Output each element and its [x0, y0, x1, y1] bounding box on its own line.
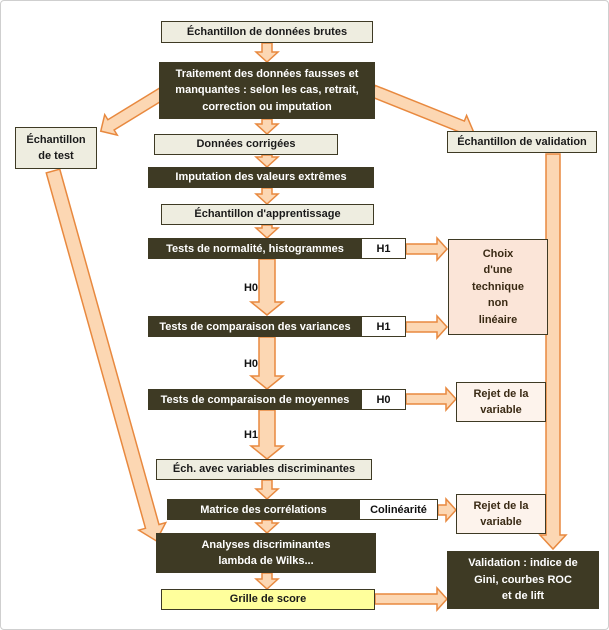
- arrow-grille-to-validation: [374, 586, 449, 612]
- arrow-validation-sample-to-validation: [538, 153, 568, 551]
- box-treatment: Traitement des données fausses et manqua…: [159, 62, 375, 119]
- label-h1-variances: H1: [361, 317, 405, 336]
- box-imputation: Imputation des valeurs extrêmes: [148, 167, 374, 188]
- box-means-tests: Tests de comparaison de moyennes: [149, 390, 361, 409]
- box-test-sample: Échantillon de test: [15, 127, 97, 169]
- box-reject-variable-2: Rejet de la variable: [456, 494, 546, 534]
- label-h0-branch-1: H0: [244, 282, 258, 294]
- arrow-colinearite-to-rejet: [437, 497, 458, 523]
- arrow-raw-to-treatment: [254, 42, 280, 64]
- box-normality-tests: Tests de normalité, histogrammes: [149, 239, 361, 258]
- box-score-grid: Grille de score: [161, 589, 375, 610]
- label-h0-branch-2: H0: [244, 358, 258, 370]
- arrow-analyses-to-grille: [254, 572, 280, 591]
- arrow-moyennes-to-rejet: [405, 386, 458, 412]
- box-apprentissage: Échantillon d'apprentissage: [161, 204, 374, 225]
- arrow-treatment-to-corrected: [254, 118, 280, 136]
- arrow-corrected-to-imputation: [254, 154, 280, 169]
- arrow-h0-variances-down: [248, 336, 286, 390]
- arrow-apprentissage-to-normalite: [254, 224, 280, 240]
- box-discriminant-sample: Éch. avec variables discriminantes: [156, 459, 372, 480]
- row-means-tests: Tests de comparaison de moyennes H0: [148, 389, 406, 410]
- box-corrected-data: Données corrigées: [154, 134, 338, 155]
- box-correlation-matrix: Matrice des corrélations: [168, 500, 359, 519]
- arrow-matrice-to-analyses: [254, 519, 280, 535]
- arrow-treatment-to-test: [99, 86, 168, 137]
- arrow-test-to-analyses: [45, 168, 168, 542]
- box-validation-final: Validation : indice de Gini, courbes ROC…: [447, 551, 599, 609]
- row-correlation-matrix: Matrice des corrélations Colinéarité: [167, 499, 438, 520]
- box-validation-sample: Échantillon de validation: [447, 131, 597, 153]
- row-normality-tests: Tests de normalité, histogrammes H1: [148, 238, 406, 259]
- box-nonlinear-technique: Choix d'une technique non linéaire: [448, 239, 548, 335]
- row-variance-tests: Tests de comparaison des variances H1: [148, 316, 406, 337]
- arrow-h0-normalite-down: [248, 258, 286, 316]
- box-raw-data: Échantillon de données brutes: [161, 21, 373, 43]
- arrow-normalite-to-choix: [405, 236, 449, 262]
- label-h1-normality: H1: [361, 239, 405, 258]
- label-colinearity: Colinéarité: [359, 500, 437, 519]
- label-h1-branch-3: H1: [244, 429, 258, 441]
- box-reject-variable-1: Rejet de la variable: [456, 382, 546, 422]
- label-h0-means: H0: [361, 390, 405, 409]
- box-discriminant-analyses: Analyses discriminantes lambda de Wilks.…: [156, 533, 376, 573]
- arrow-h1-moyennes-down: [248, 409, 286, 460]
- arrow-imputation-to-apprentissage: [254, 187, 280, 206]
- box-variance-tests: Tests de comparaison des variances: [149, 317, 361, 336]
- arrow-variances-to-choix: [405, 314, 449, 340]
- arrow-echdisc-to-matrice: [254, 479, 280, 501]
